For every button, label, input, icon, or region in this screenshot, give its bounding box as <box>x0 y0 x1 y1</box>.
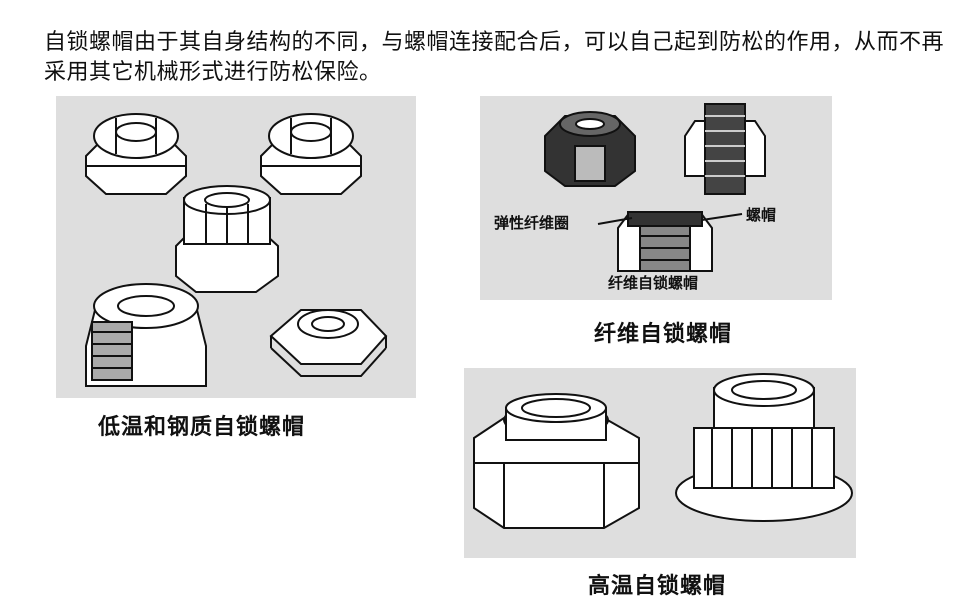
fiber-assembly-label: 纤维自锁螺帽 <box>608 274 698 292</box>
fiber-nut-drawing: 弹性纤维圈 螺帽 纤维自锁螺帽 <box>494 103 776 292</box>
low-temp-steel-caption: 低温和钢质自锁螺帽 <box>98 415 306 440</box>
fiber-nut-figure: 弹性纤维圈 螺帽 纤维自锁螺帽 <box>480 96 832 300</box>
fiber-nut-bolt-icon <box>684 103 766 195</box>
slotted-nut-2-icon <box>260 113 362 195</box>
high-temp-caption: 高温自锁螺帽 <box>588 574 727 599</box>
split-nut-icon <box>85 283 207 387</box>
slotted-nut-1-icon <box>85 113 187 195</box>
low-temp-steel-nut-drawing <box>85 113 388 387</box>
high-temp-nut-figure <box>464 368 856 558</box>
fiber-nut-label: 螺帽 <box>746 206 776 224</box>
intro-text: 自锁螺帽由于其自身结构的不同，与螺帽连接配合后，可以自己起到防松的作用，从而不再… <box>44 30 945 85</box>
castle-nut-icon <box>175 185 279 293</box>
high-temp-flange-nut-icon <box>675 373 853 522</box>
fiber-nut-solid-icon <box>544 111 636 187</box>
high-temp-hex-nut-icon <box>473 393 640 529</box>
high-temp-nut-drawing <box>473 373 853 529</box>
hex-lock-nut-icon <box>269 309 388 377</box>
fiber-caption: 纤维自锁螺帽 <box>594 322 733 347</box>
fiber-nut-section-icon <box>617 211 713 272</box>
fiber-ring-label: 弹性纤维圈 <box>494 214 569 232</box>
low-temp-steel-nut-figure <box>56 96 416 398</box>
